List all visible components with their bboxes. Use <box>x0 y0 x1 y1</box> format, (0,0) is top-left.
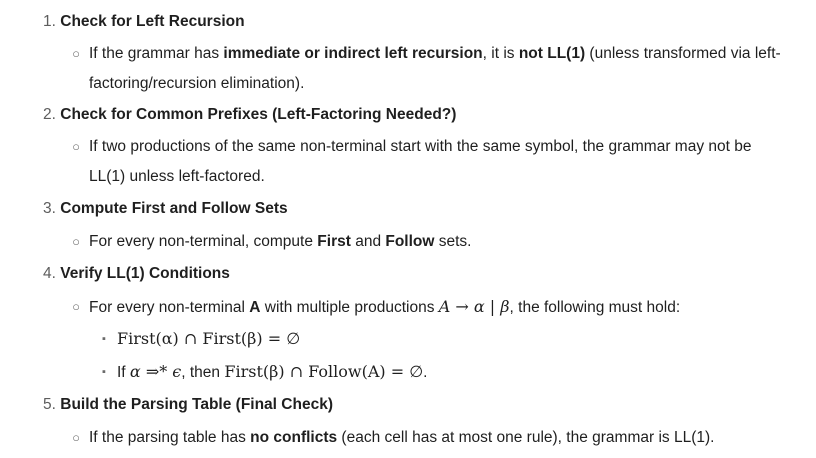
hollow-circle-bullet-icon: ○ <box>72 139 80 154</box>
math-expression: α ⇒* ϵ <box>129 362 182 381</box>
text-span: and <box>350 233 386 250</box>
bold-span: no conflicts <box>250 429 338 446</box>
bold-span: not LL(1) <box>518 45 586 62</box>
step-number: 4. <box>43 265 56 282</box>
step-5: 5. Build the Parsing Table (Final Check) <box>43 394 333 416</box>
hollow-circle-bullet-icon: ○ <box>72 46 80 61</box>
filled-square-bullet-icon: ▪ <box>102 333 106 345</box>
step-4: 4. Verify LL(1) Conditions <box>43 263 230 285</box>
bullet-ll1-conditions: ○ For every non-terminal A with multiple… <box>72 292 794 323</box>
text-span: If the parsing table has <box>89 429 251 446</box>
text-span: If two productions of the same non-termi… <box>89 138 752 185</box>
text-span: , the following must hold: <box>509 299 681 316</box>
bullet-common-prefixes: ○ If two productions of the same non-ter… <box>72 132 779 192</box>
filled-square-bullet-icon: ▪ <box>102 366 106 378</box>
step-number: 1. <box>43 13 56 30</box>
step-1: 1. Check for Left Recursion <box>43 11 245 33</box>
bold-span: First <box>317 233 351 250</box>
bold-span: Follow <box>385 233 435 250</box>
step-title: Check for Common Prefixes (Left-Factorin… <box>60 106 457 123</box>
text-span: If the grammar has <box>89 45 224 62</box>
hollow-circle-bullet-icon: ○ <box>72 299 80 314</box>
text-span: If <box>117 364 130 381</box>
hollow-circle-bullet-icon: ○ <box>72 430 80 445</box>
step-title: Check for Left Recursion <box>60 13 245 30</box>
step-number: 2. <box>43 106 56 123</box>
bold-span: A <box>249 299 261 316</box>
text-span: , it is <box>482 45 519 62</box>
text-span: (unless transformed via left-factoring/r… <box>89 45 781 92</box>
bold-span: immediate or indirect left recursion <box>223 45 483 62</box>
bullet-left-recursion: ○ If the grammar has immediate or indire… <box>72 39 794 99</box>
hollow-circle-bullet-icon: ○ <box>72 234 80 249</box>
text-span: (each cell has at most one rule), the gr… <box>337 429 715 446</box>
step-title: Verify LL(1) Conditions <box>60 265 230 282</box>
text-span: with multiple productions <box>260 299 439 316</box>
text-span: For every non-terminal <box>89 299 250 316</box>
text-span: For every non-terminal, compute <box>89 233 318 250</box>
sub-bullet-first-intersection: ▪ First(α) ∩ First(β) = ∅ <box>102 328 301 350</box>
text-span: sets. <box>434 233 472 250</box>
math-expression: First(β) ∩ Follow(A) = ∅ <box>224 362 424 381</box>
text-span: . <box>423 364 428 381</box>
step-3: 3. Compute First and Follow Sets <box>43 198 288 220</box>
text-span: , then <box>181 364 225 381</box>
step-number: 3. <box>43 200 56 217</box>
step-number: 5. <box>43 396 56 413</box>
bullet-parsing-table: ○ If the parsing table has no conflicts … <box>72 423 794 453</box>
math-expression: A → α | β <box>438 297 510 316</box>
sub-bullet-follow-intersection: ▪ If α ⇒* ϵ, then First(β) ∩ Follow(A) =… <box>102 361 428 383</box>
step-2: 2. Check for Common Prefixes (Left-Facto… <box>43 104 456 126</box>
step-title: Build the Parsing Table (Final Check) <box>60 396 333 413</box>
bullet-first-follow: ○ For every non-terminal, compute First … <box>72 227 794 257</box>
math-expression: First(α) ∩ First(β) = ∅ <box>117 329 301 348</box>
step-title: Compute First and Follow Sets <box>60 200 288 217</box>
